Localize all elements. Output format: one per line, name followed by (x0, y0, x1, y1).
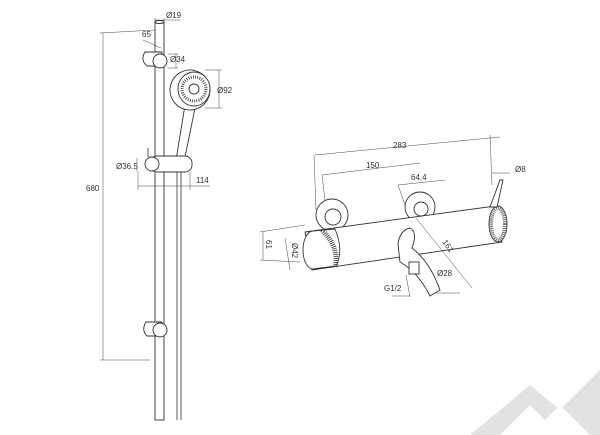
dim-rail-height: 680 (86, 184, 100, 193)
thermostatic-mixer (259, 134, 510, 298)
top-bracket-cap (152, 53, 168, 69)
dim-outlet-thread: G1/2 (384, 284, 402, 293)
dim-spout-diameter: Ø28 (437, 269, 453, 278)
dim-head-diameter: Ø92 (217, 86, 233, 95)
dim-lever: Ø8 (515, 165, 526, 174)
dim-bracket-diameter: Ø34 (170, 55, 186, 64)
dim-holder-depth: 114 (196, 176, 209, 185)
mountain-logo-watermark (470, 370, 600, 435)
dim-overall-width: 283 (393, 141, 407, 150)
outlet (408, 261, 420, 275)
dim-flange: 64.4 (411, 173, 427, 182)
dim-depth: 61 (264, 240, 273, 249)
shower-rail-set (99, 18, 222, 421)
dim-holder-diameter: Ø36.5 (116, 162, 138, 171)
dim-bracket-offset: 65 (142, 30, 151, 39)
shower-handle (175, 104, 196, 163)
dim-body-diameter: Ø42 (290, 243, 299, 259)
slide-rail (154, 21, 165, 421)
dim-rail-diameter: Ø19 (166, 11, 182, 20)
lever (489, 179, 504, 208)
dim-centers: 150 (366, 161, 380, 170)
